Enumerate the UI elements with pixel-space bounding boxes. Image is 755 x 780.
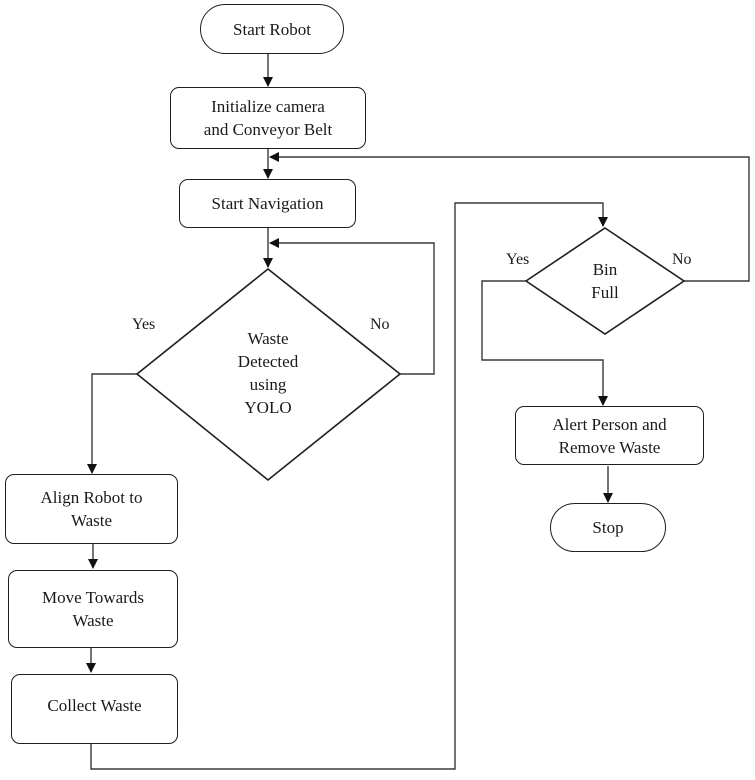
move-label-line1: Move Towards [42,588,144,607]
stop-label: Stop [592,518,624,537]
initialize-label-line2: and Conveyor Belt [203,120,333,139]
move-towards-process: Move Towards Waste [8,570,178,648]
align-robot-process: Align Robot to Waste [5,474,178,544]
bin-no-label: No [672,251,692,268]
start-robot-label: Start Robot [233,19,311,39]
detect-yes-label: Yes [132,316,156,333]
initialize-label-line1: Initialize camera [211,97,325,116]
decision-waste-detected: Waste Detected using YOLO [208,325,328,421]
bin-yes-label: Yes [506,251,530,268]
move-label-line2: Waste [72,611,114,630]
edge-collect-bin [90,202,608,770]
align-label-line2: Waste [70,511,113,530]
edge-detect-yes-align [87,373,137,474]
edge-bin-no-navigation [269,152,750,282]
edge-bin-yes-alert [481,280,608,406]
alert-label-line1: Alert Person and [552,414,667,434]
start-navigation-label: Start Navigation [211,194,324,213]
initialize-process: Initialize camera and Conveyor Belt [170,87,366,149]
edge-detect-no-loop [269,238,435,375]
alert-person-process: Alert Person and Remove Waste [515,406,704,465]
decision-waste-detected-shape [135,267,402,482]
decision-waste-line1: Waste [247,329,289,348]
decision-bin-line1: Bin [592,260,618,279]
start-navigation-process: Start Navigation [179,179,356,228]
collect-waste-process: Collect Waste [11,674,178,744]
decision-waste-line2: Detected [237,352,299,371]
collect-waste-label: Collect Waste [47,696,142,715]
decision-bin-line2: Full [591,283,619,302]
decision-waste-line3: using [249,375,287,394]
detect-no-label: No [370,316,390,333]
stop-terminal: Stop [550,503,666,552]
alert-label-line2: Remove Waste [558,437,661,457]
start-robot-terminal: Start Robot [200,4,344,54]
decision-waste-line4: YOLO [244,398,292,417]
align-label-line1: Align Robot to [40,488,143,507]
decision-bin-full: Bin Full [565,258,645,304]
decision-bin-full-shape [524,227,686,335]
